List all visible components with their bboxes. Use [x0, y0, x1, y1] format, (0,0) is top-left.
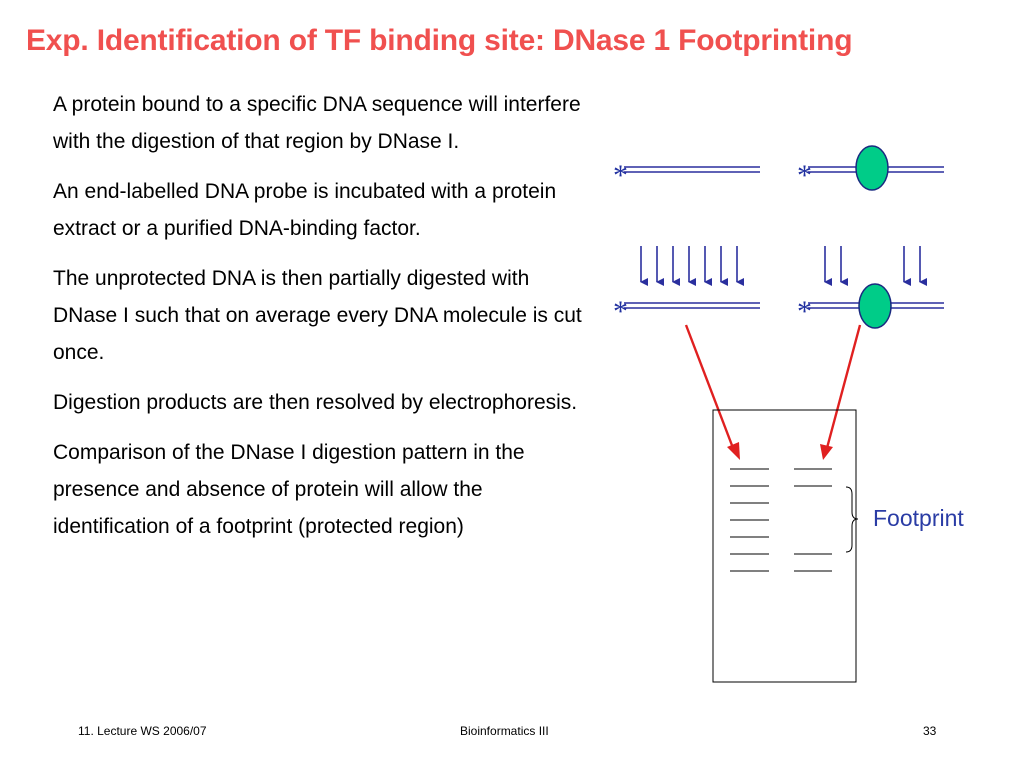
digested-probe-with-protein: *: [797, 283, 944, 329]
footer-lecture: 11. Lecture WS 2006/07: [78, 724, 207, 738]
gel: [712, 409, 857, 683]
paragraph: Digestion products are then resolved by …: [53, 391, 578, 414]
red-arrow-to-lane-2: [820, 324, 862, 460]
label-marker: *: [613, 295, 628, 328]
red-arrow-to-lane-1: [684, 324, 740, 460]
bound-protein: [858, 283, 892, 329]
gel-lane-1-bands: [730, 468, 769, 572]
digested-probe-no-protein: *: [613, 295, 760, 328]
label-marker: *: [797, 295, 812, 328]
label-marker: *: [613, 159, 628, 192]
footprint-label: Footprint: [873, 505, 964, 531]
paragraph: An end-labelled DNA probe is incubated w…: [53, 180, 557, 240]
footer-course: Bioinformatics III: [460, 724, 549, 738]
footprint-brace: [845, 486, 859, 553]
paragraph: The unprotected DNA is then partially di…: [53, 267, 582, 364]
gel-lane-2-bands: [794, 468, 832, 572]
dnase-cut-arrows: [640, 246, 927, 286]
bound-protein: [855, 145, 889, 191]
paragraph: A protein bound to a specific DNA sequen…: [53, 93, 581, 153]
dna-probe-no-protein: *: [613, 159, 760, 192]
label-marker: *: [797, 159, 812, 192]
paragraph: Comparison of the DNase I digestion patt…: [53, 441, 525, 538]
footer-page-number: 33: [923, 724, 937, 738]
dna-probe-with-protein: *: [797, 145, 944, 192]
slide-title: Exp. Identification of TF binding site: …: [26, 24, 853, 57]
body-text: A protein bound to a specific DNA sequen…: [53, 86, 598, 558]
